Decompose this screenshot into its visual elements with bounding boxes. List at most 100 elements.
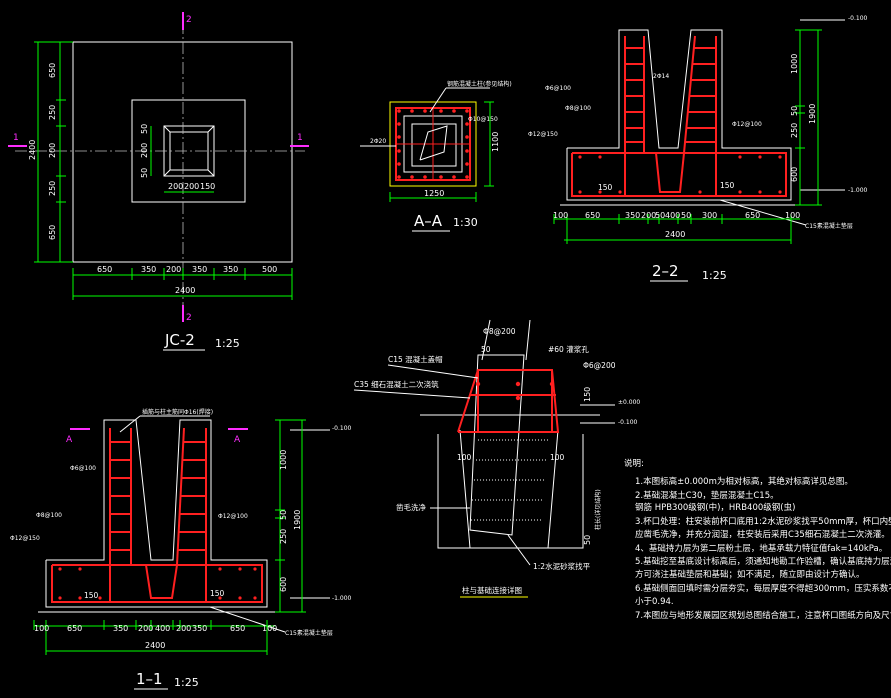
11-note-1: Φ6@100 (70, 465, 96, 472)
plan-dim-left-3: 200 (48, 143, 57, 158)
notes-line-11: 7.本图应与地形发展园区规划总图结合施工，注意杯口图纸方向及尺寸。 (635, 610, 891, 621)
aa-note-top: 钢筋混凝土柱(参见结构) (447, 80, 512, 88)
section-11: A A 插筋与柱主筋同Φ16(焊接) Φ6@100 Φ8@100 Φ12@150… (10, 408, 352, 690)
plan-section-mark-left: 1 (13, 133, 19, 143)
22-dim-bottom-9: 650 (745, 211, 760, 220)
22-note-3: Φ12@150 (528, 131, 558, 138)
notes-line-5: 应凿毛洗净，并充分润湿，柱安装后采用C35细石混凝土二次浇灌。 (635, 529, 890, 540)
11-dim-bottom-7: 350 (192, 624, 207, 633)
plan-dim-inner-3: 150 (200, 182, 215, 191)
aa-column-outline (389, 101, 477, 187)
11-dim-bottom-6: 200 (176, 624, 191, 633)
aa-note-left: 2Φ20 (370, 138, 386, 145)
11-inner-150-right: 150 (210, 589, 225, 598)
11-dim-bottom-1: 100 (34, 624, 49, 633)
general-notes: 说明: 1.本图标高±0.000m为相对标高，其绝对标高详见总图。 2.基础混凝… (624, 458, 891, 621)
plan-section-mark-top: 2 (186, 15, 192, 25)
notes-line-3: 钢筋 HPB300级钢(中)，HRB400级钢(虫) (635, 502, 795, 513)
section-22: C15素混凝土垫层 Φ6@100 Φ8@100 Φ12@150 2Φ14 Φ12… (528, 15, 868, 282)
plan-view: 1 1 2 2 650 350 200 350 350 500 2400 200… (8, 12, 309, 351)
11-inner-150-left: 150 (84, 591, 99, 600)
connection-detail: Φ8@200 C15 混凝土盖帽 C35 细石混凝土二次浇筑 50 #60 灌浆… (353, 319, 640, 598)
plan-dim-bottom-4: 350 (192, 265, 207, 274)
detail-label-15: 柱长(详见结构) (594, 489, 602, 530)
11-elev-bottom: -1.000 (332, 595, 352, 602)
11-dim-bottom-2: 650 (67, 624, 82, 633)
section-aa: 钢筋混凝土柱(参见结构) Φ10@150 2Φ20 1250 1100 A–A … (360, 80, 512, 232)
detail-label-9: 150 (583, 387, 592, 402)
plan-dim-left-4: 250 (48, 181, 57, 196)
22-foot-note: C15素混凝土垫层 (805, 222, 853, 230)
detail-cap-outline (457, 369, 560, 433)
11-dim-right-4: 600 (279, 577, 288, 592)
11-dim-bottom-4: 200 (138, 624, 153, 633)
11-stirrups (110, 441, 206, 551)
11-outline (45, 419, 268, 608)
plan-dim-bottom-1: 650 (97, 265, 112, 274)
22-dim-right-2: 50 (790, 106, 799, 116)
22-dim-bottom-2: 650 (585, 211, 600, 220)
detail-label-1: Φ8@200 (483, 327, 516, 336)
notes-line-1: 1.本图标高±0.000m为相对标高，其绝对标高详见总图。 (635, 476, 853, 487)
plan-dim-small-1: 50 (140, 124, 149, 134)
11-elev-top: -0.100 (332, 425, 352, 432)
11-note-4: Φ12@100 (218, 513, 248, 520)
plan-scale: 1:25 (215, 337, 240, 350)
plan-dim-inner-1: 200 (168, 182, 183, 191)
22-dim-bottom-3: 350 (625, 211, 640, 220)
11-dim-bottom-3: 350 (113, 624, 128, 633)
22-note-4: 2Φ14 (653, 73, 669, 80)
11-cut-label-left: A (66, 435, 73, 445)
aa-scale: 1:30 (453, 216, 478, 229)
22-dim-bottom-1: 100 (553, 211, 568, 220)
22-elev-top: -0.100 (848, 15, 868, 22)
notes-line-7: 5.基础挖至基底设计标高后，须通知地勘工作验槽，确认基底持力层满足设计要求后， (635, 556, 891, 567)
11-scale: 1:25 (174, 676, 199, 689)
plan-dim-small-2: 200 (140, 143, 149, 158)
22-stirrups (625, 47, 716, 143)
11-dim-bottom-8: 650 (230, 624, 245, 633)
22-inner-150-left: 150 (598, 183, 613, 192)
11-dim-total-right: 1900 (293, 510, 302, 530)
11-note-2: Φ8@100 (36, 512, 62, 519)
detail-label-14: 1:2水泥砂浆找平 (533, 561, 591, 571)
detail-grout-fill (471, 439, 548, 521)
detail-label-6: Φ6@200 (583, 361, 616, 370)
notes-heading: 说明: (624, 458, 644, 469)
plan-dim-inner-2: 200 (184, 182, 199, 191)
22-dim-bottom-4: 200 (641, 211, 656, 220)
11-title: 1–1 (136, 670, 163, 688)
detail-label-12: 50 (583, 535, 592, 545)
22-note-5: Φ12@100 (732, 121, 762, 128)
plan-dim-bottom-5: 350 (223, 265, 238, 274)
plan-dim-bottom-2: 350 (141, 265, 156, 274)
11-note-3: Φ12@150 (10, 535, 40, 542)
11-foot-note: C15素混凝土垫层 (285, 629, 333, 637)
11-dim-right-1: 1000 (279, 450, 288, 470)
22-dim-total-right: 1900 (808, 104, 817, 124)
22-dim-right-1: 1000 (790, 54, 799, 74)
11-top-note: 插筋与柱主筋同Φ16(焊接) (142, 408, 213, 416)
detail-title: 柱与基础连接详图 (462, 585, 522, 595)
notes-line-8: 方可浇注基础垫层和基础；如不满足，随立即由设计方确认。 (635, 569, 865, 580)
11-dots (58, 567, 257, 600)
notes-line-10: 小于0.94. (635, 596, 674, 607)
11-dim-right-3: 250 (279, 529, 288, 544)
plan-section-mark-right: 1 (297, 133, 303, 143)
notes-line-6: 4、基础持力层为第二层粉土层，地基承载力特征值fak=140kPa。 (635, 543, 887, 554)
plan-dim-total-bottom: 2400 (175, 286, 195, 295)
detail-label-10: 100 (457, 453, 472, 462)
detail-label-5: #60 灌浆孔 (548, 344, 589, 354)
detail-label-4: 50 (481, 345, 491, 354)
22-note-1: Φ6@100 (545, 85, 571, 92)
detail-label-11: 100 (550, 453, 565, 462)
22-dim-bottom-5: 50 (655, 211, 665, 220)
aa-rebar-dots (397, 109, 469, 179)
22-dim-bottom-10: 100 (785, 211, 800, 220)
detail-label-13: 凿毛洗净 (396, 502, 426, 512)
notes-line-4: 3.杯口处理：柱安装前杯口底用1:2水泥砂浆找平50mm厚，杯口内壁表面 (635, 516, 891, 527)
11-cut-label-right: A (234, 435, 241, 445)
detail-label-3: C35 细石混凝土二次浇筑 (354, 379, 439, 389)
22-dots (578, 155, 782, 194)
